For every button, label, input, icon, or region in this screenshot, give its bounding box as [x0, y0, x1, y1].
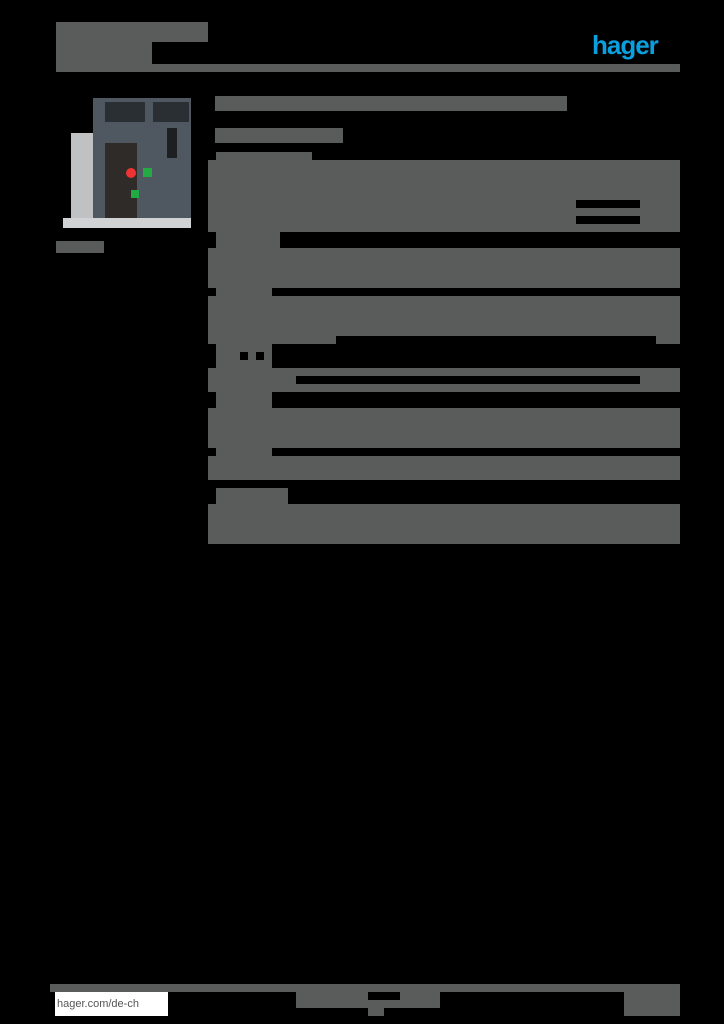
- product-heading: [215, 96, 567, 111]
- spec-table-block: [208, 408, 680, 448]
- section-label: [216, 232, 280, 248]
- page-number: [624, 992, 680, 1016]
- product-subheading: [215, 128, 343, 143]
- section-label: [216, 448, 272, 456]
- hager-logo: hager: [592, 30, 659, 60]
- document-subtitle: [56, 42, 152, 64]
- spec-table-block: [208, 248, 680, 288]
- footer-rule: [50, 984, 680, 992]
- section-label: [216, 288, 272, 296]
- footer-center-tail: [368, 1008, 384, 1016]
- divider: [296, 376, 640, 384]
- footer-center-text: [296, 992, 440, 1008]
- divider: [576, 216, 640, 224]
- header-rule: [56, 64, 680, 72]
- section-label: [216, 152, 312, 162]
- bullet: [256, 352, 264, 360]
- document-title: [56, 22, 208, 42]
- section-label: [216, 392, 272, 408]
- spec-table-block: [208, 504, 680, 544]
- bullet: [240, 352, 248, 360]
- air-circuit-breaker-icon: [63, 98, 191, 233]
- website-link[interactable]: hager.com/de-ch: [55, 992, 168, 1016]
- footer-gap: [368, 992, 400, 1000]
- product-caption: [56, 241, 104, 253]
- spec-table-block: [208, 456, 680, 480]
- divider: [576, 200, 640, 208]
- section-label: [216, 488, 288, 504]
- divider: [336, 336, 656, 344]
